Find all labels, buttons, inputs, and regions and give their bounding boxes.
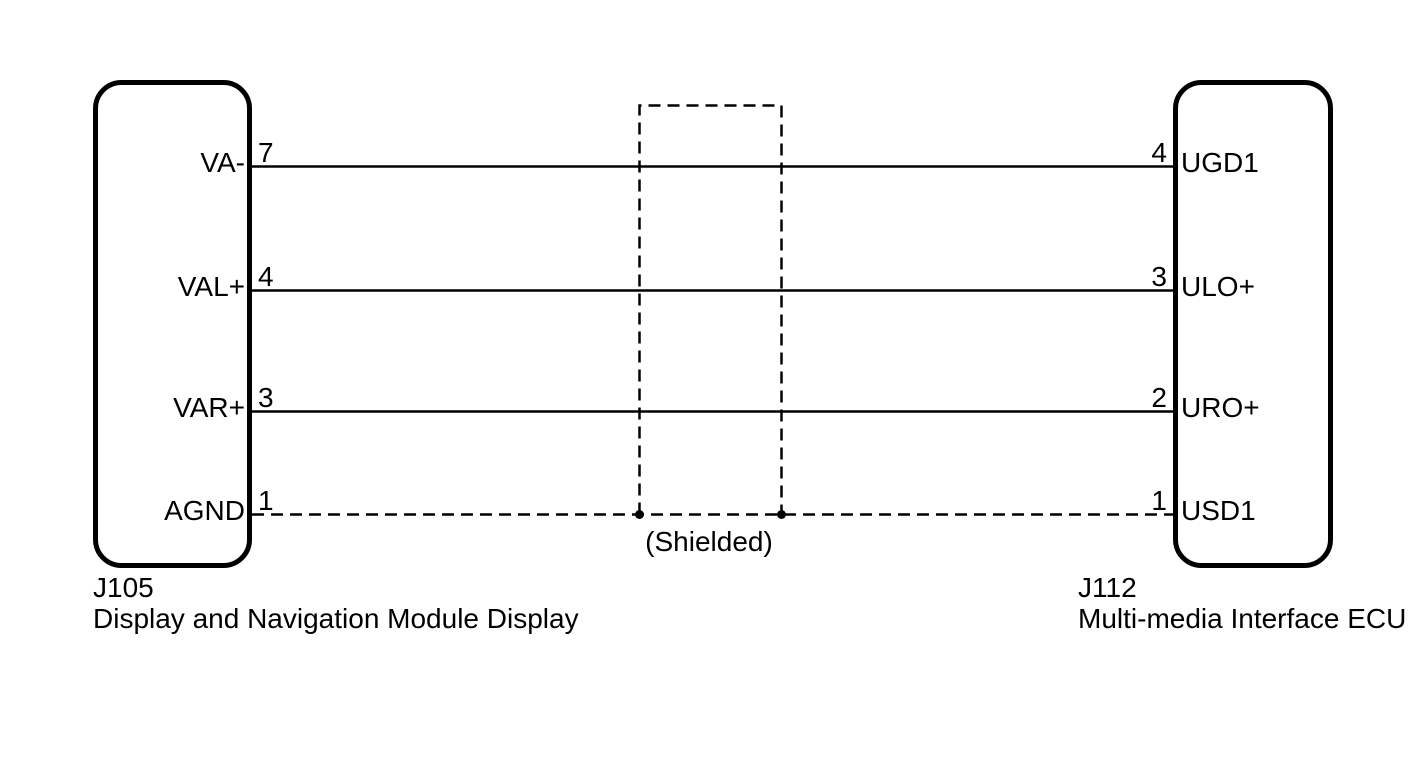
right-pin-label-uro: URO+ xyxy=(1181,392,1260,423)
right-pin-label-ulo: ULO+ xyxy=(1181,271,1255,302)
right-pin-number-1: 1 xyxy=(1151,485,1167,516)
shield-outline xyxy=(638,104,783,515)
left-connector-name: Display and Navigation Module Display xyxy=(93,603,579,634)
left-pin-number-4: 4 xyxy=(258,261,274,292)
left-pin-number-1: 1 xyxy=(258,485,274,516)
left-pin-label-val: VAL+ xyxy=(177,271,245,302)
right-pin-number-3: 3 xyxy=(1151,261,1167,292)
shield-junction-dot-right xyxy=(777,510,786,519)
right-connector-outline xyxy=(1173,80,1333,568)
right-pin-label-usd1: USD1 xyxy=(1181,495,1256,526)
right-pin-label-ugd1: UGD1 xyxy=(1181,147,1259,178)
left-pin-number-7: 7 xyxy=(258,137,274,168)
left-pin-number-3: 3 xyxy=(258,382,274,413)
left-pin-label-agnd: AGND xyxy=(164,495,245,526)
left-connector-id: J105 xyxy=(93,572,154,603)
right-connector-id: J112 xyxy=(1078,572,1137,603)
right-pin-number-2: 2 xyxy=(1151,382,1167,413)
left-pin-label-va: VA- xyxy=(200,147,245,178)
right-connector-name: Multi-media Interface ECU xyxy=(1078,603,1407,634)
left-connector-outline xyxy=(93,80,252,568)
left-pin-label-var: VAR+ xyxy=(173,392,245,423)
right-pin-number-4: 4 xyxy=(1151,137,1167,168)
shield-label: (Shielded) xyxy=(645,526,773,557)
shield-junction-dot-left xyxy=(635,510,644,519)
